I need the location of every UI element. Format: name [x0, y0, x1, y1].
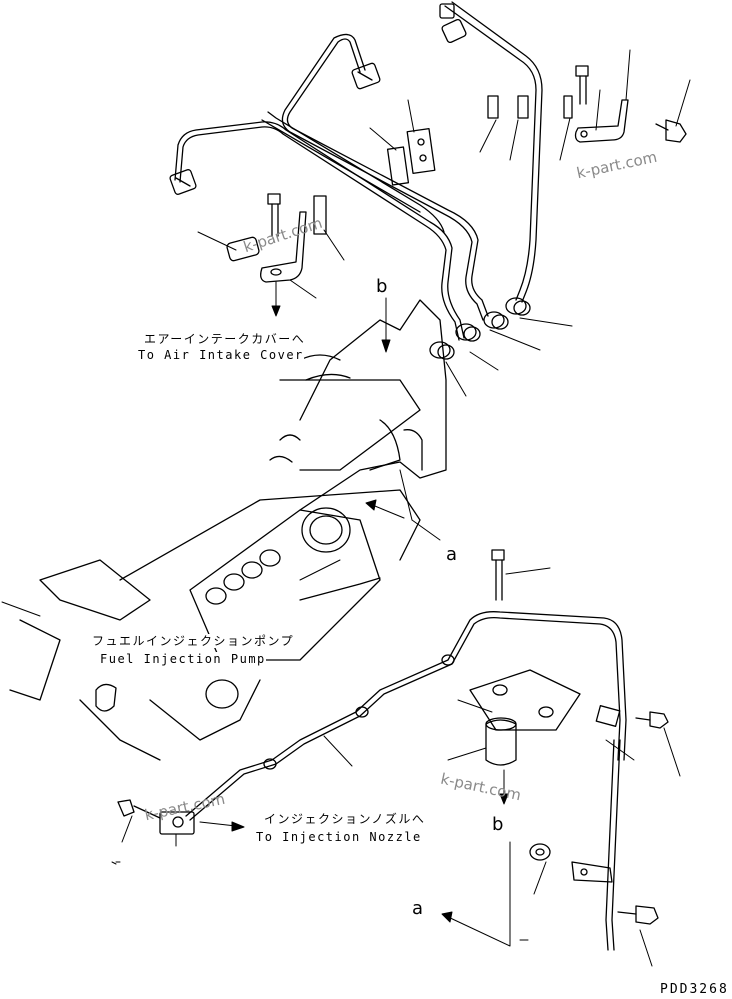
- ref-b-top: b: [376, 276, 388, 297]
- leak-off-pipe: [185, 611, 627, 951]
- pipe-nut-top-mid: [351, 62, 381, 90]
- ref-a-mid: a: [446, 544, 458, 565]
- pipe-nut-row: [429, 297, 531, 360]
- fuel-injection-pump: [95, 507, 381, 712]
- drawing-code: PDD3268: [660, 982, 729, 997]
- nozzle-label-jp: インジェクションノズルへ: [264, 812, 426, 826]
- left-bracket: [226, 193, 327, 283]
- pump-label-en: Fuel Injection Pump: [100, 652, 266, 666]
- banjo-fitting: [117, 799, 195, 835]
- upper-right-bracket: [574, 65, 687, 143]
- pipe-nut-top-left: [169, 169, 197, 195]
- bottom-clamp: [529, 843, 659, 925]
- pump-label-jp: フュエルインジェクションポンプ: [92, 634, 295, 648]
- ref-b-bottom: b: [492, 814, 504, 835]
- injection-pipe-group: [174, 1, 543, 341]
- pipe-clamp-group: [386, 95, 573, 186]
- direction-arrows: [199, 281, 511, 947]
- nozzle-label-en: To Injection Nozzle: [256, 830, 422, 844]
- pipe-nut-top-right: [439, 3, 467, 44]
- ref-a-bottom: a: [412, 898, 424, 919]
- engine-block: [9, 299, 447, 761]
- air-intake-label-jp: エアーインテークカバーへ: [144, 332, 306, 346]
- air-intake-label-en: To Air Intake Cover: [138, 348, 304, 362]
- leader-lines: [1, 49, 691, 967]
- lower-bracket: [469, 549, 669, 766]
